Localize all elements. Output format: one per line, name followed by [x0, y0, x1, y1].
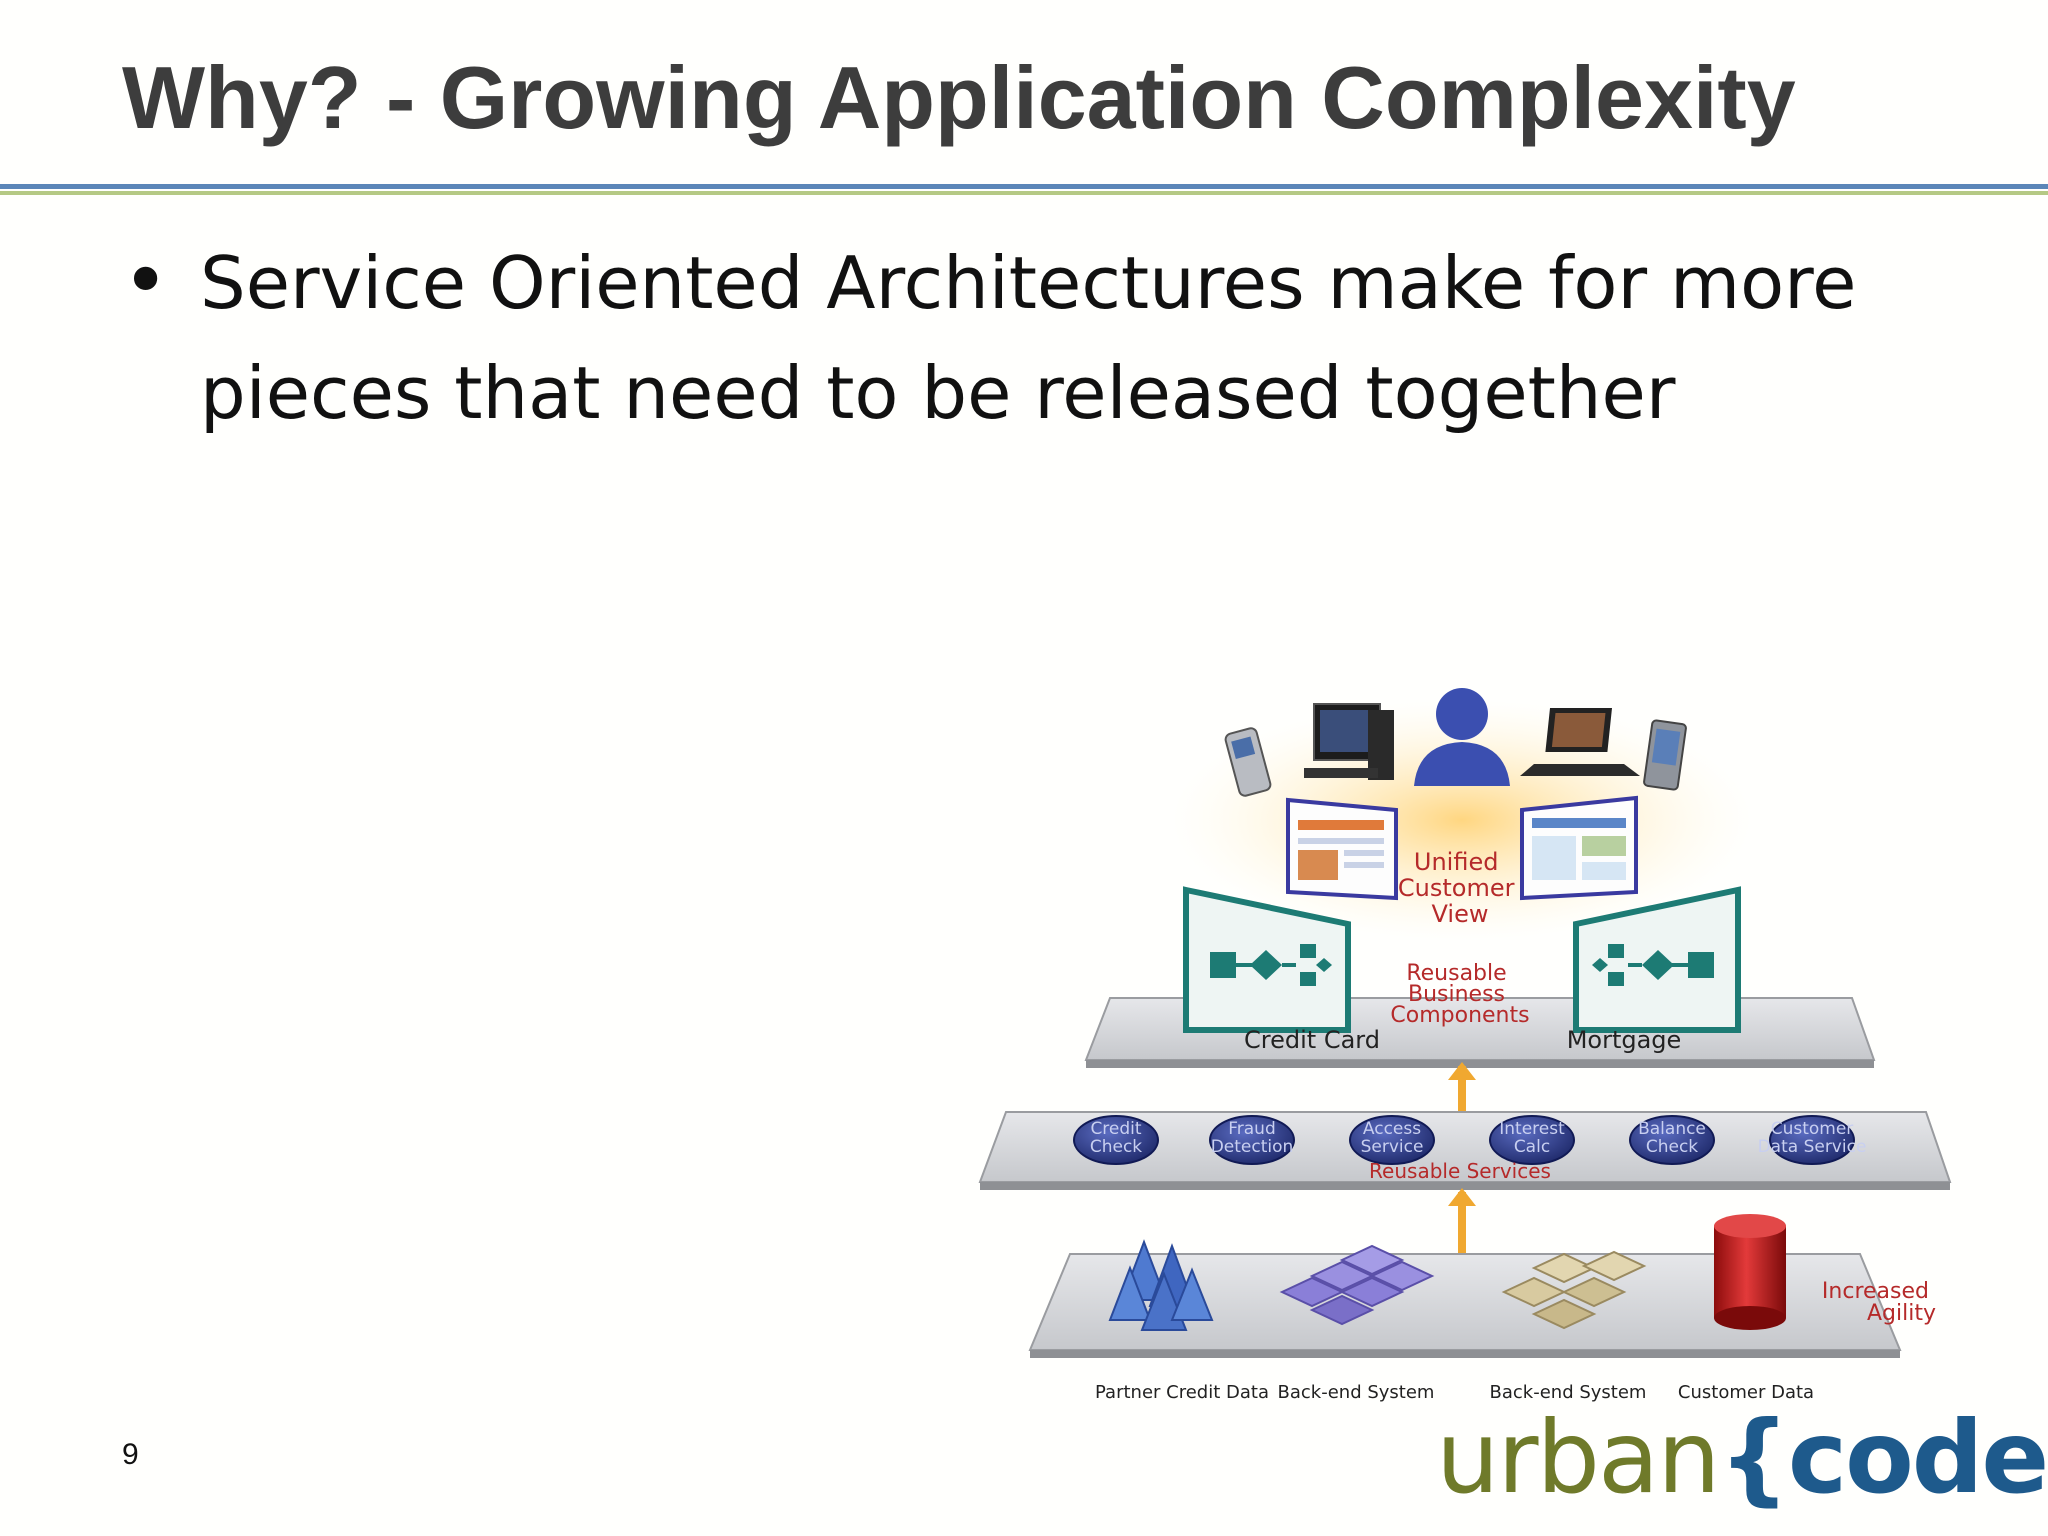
customer-data-caption: Customer Data [1678, 1382, 1814, 1403]
browser-window-left [1286, 797, 1398, 901]
business-label-line-3: Components [1390, 1003, 1529, 1028]
user-icon [1414, 688, 1510, 786]
partner-credit-data-caption: Partner Credit Data [1095, 1382, 1269, 1403]
backend-system-caption-2: Back-end System [1490, 1382, 1647, 1403]
mortgage-component [1573, 886, 1741, 1033]
logo-code-text: {code} [1718, 1399, 2048, 1516]
backend-system-grid-icon [1279, 1244, 1435, 1326]
unified-label-line-3: View [1432, 900, 1489, 928]
page-number: 9 [122, 1438, 139, 1471]
soa-diagram: Unified Customer View Credit Card Mortga… [978, 688, 1952, 1403]
credit-card-component [1183, 886, 1351, 1033]
unified-view-label: Unified Customer View [1398, 848, 1522, 928]
business-label-line-2: Business [1408, 982, 1505, 1007]
business-components-label: Reusable Business Components [1390, 961, 1529, 1028]
urbancode-logo: urban{code} [1436, 1398, 2048, 1518]
backend-system-blocks-icon [1501, 1250, 1647, 1330]
title-divider [0, 184, 2048, 189]
increased-agility-label: Increased Agility [1822, 1279, 1936, 1326]
customer-data-cylinder-icon [1714, 1214, 1786, 1330]
pda-icon [1643, 719, 1687, 791]
backend-system-caption-1: Back-end System [1278, 1382, 1435, 1403]
title-divider-accent [0, 191, 2048, 195]
browser-window-right [1520, 795, 1638, 901]
unified-label-line-1: Unified [1414, 848, 1499, 876]
mortgage-label: Mortgage [1567, 1026, 1682, 1054]
unified-label-line-2: Customer [1398, 874, 1515, 902]
services-platform-edge [980, 1182, 1950, 1190]
bullet-marker: • [122, 234, 170, 327]
business-platform-edge [1086, 1060, 1874, 1068]
credit-card-label: Credit Card [1244, 1026, 1380, 1054]
reusable-services-label: Reusable Services [1369, 1159, 1551, 1183]
slide-title: Why? - Growing Application Complexity [122, 48, 1796, 147]
laptop-icon [1520, 708, 1640, 776]
bullet-text: Service Oriented Architectures make for … [200, 228, 2000, 448]
data-platform-edge [1030, 1350, 1900, 1358]
bullet-line-1: Service Oriented Architectures make for … [200, 241, 1857, 325]
partner-credit-data-icon [1108, 1239, 1214, 1331]
logo-urban-text: urban [1436, 1399, 1721, 1516]
desktop-computer-icon [1304, 703, 1394, 780]
bullet-line-2: pieces that need to be released together [200, 351, 1676, 435]
phone-icon [1224, 727, 1272, 797]
business-label-line-1: Reusable [1406, 961, 1506, 986]
